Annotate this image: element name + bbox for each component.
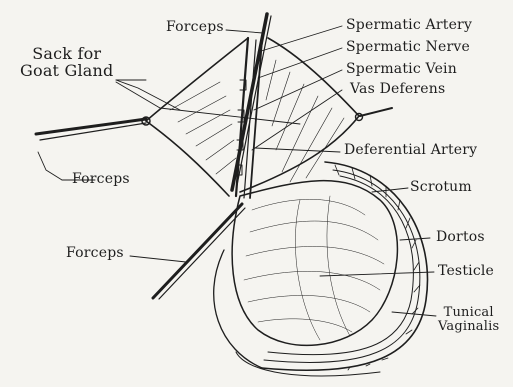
label-spermatic-vein: Spermatic Vein (346, 62, 457, 76)
label-forceps-top: Forceps (166, 20, 224, 34)
label-tunical-vaginalis: Tunical Vaginalis (438, 306, 499, 333)
label-testicle: Testicle (438, 264, 494, 278)
label-spermatic-artery: Spermatic Artery (346, 18, 472, 32)
forceps-right-instrument (356, 108, 393, 121)
forceps-left-instrument (36, 117, 150, 140)
label-forceps-left: Forceps (72, 172, 130, 186)
label-vas-deferens: Vas Deferens (350, 82, 445, 96)
label-spermatic-nerve: Spermatic Nerve (346, 40, 470, 54)
label-forceps-bottom: Forceps (66, 246, 124, 260)
label-deferential-artery: Deferential Artery (344, 143, 477, 157)
forceps-bottom-instrument (153, 204, 245, 299)
label-scrotum: Scrotum (410, 180, 472, 194)
testicle-shape (232, 181, 397, 346)
label-sack-for-goat-gland: Sack for Goat Gland (20, 46, 113, 80)
label-dortos: Dortos (436, 230, 485, 244)
